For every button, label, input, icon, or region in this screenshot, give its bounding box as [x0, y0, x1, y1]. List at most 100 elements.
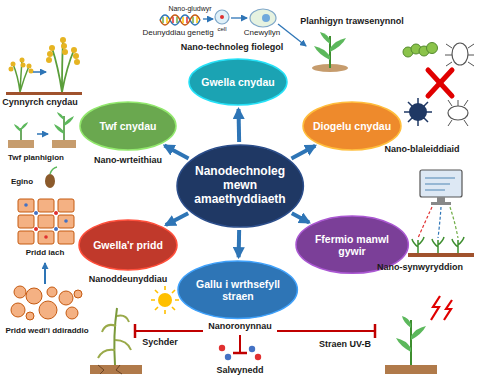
degraded-soil	[39, 301, 57, 319]
ellipse-outline	[178, 261, 297, 319]
plant-growth	[54, 112, 74, 134]
drought-plant	[90, 308, 142, 374]
arrow-connector	[292, 213, 309, 222]
sensor-signals	[418, 207, 458, 238]
node-label: Diogelu cnydau	[313, 120, 391, 132]
figure-label: Nano-technoleg fiolegol	[181, 43, 284, 53]
transgenic-plant	[312, 32, 348, 72]
arrow-connector	[237, 109, 242, 142]
healthy-soil	[18, 199, 74, 244]
crop-yield-plants	[29, 69, 34, 74]
node-label: Nanodechnoleg mewn amaethyddiaeth	[192, 165, 288, 206]
computer-icon	[420, 170, 462, 205]
transgenic-plant	[314, 46, 330, 60]
figure-label: Egino	[11, 178, 33, 187]
sun-icon	[158, 293, 172, 307]
computer-icon	[431, 202, 451, 205]
drought-plant	[90, 365, 142, 374]
healthy-soil	[24, 203, 28, 207]
crop-yield-plants	[9, 67, 14, 72]
salt-ions	[225, 354, 231, 360]
crop-yield-plants	[6, 37, 82, 95]
degraded-soil	[14, 286, 26, 298]
healthy-soil	[54, 211, 58, 215]
pests-icon	[448, 106, 468, 120]
figure-label: Nanoronynnau	[208, 322, 272, 332]
dna-helix	[162, 17, 164, 23]
sensor-signals	[418, 207, 432, 238]
plant-growth	[8, 112, 76, 148]
arrow-connector	[291, 146, 315, 159]
healthy-soil	[58, 199, 74, 212]
improvement-arrow	[44, 263, 46, 284]
crop-yield-plants	[62, 49, 68, 55]
pests-icon	[403, 43, 474, 127]
improvement-arrow	[45, 263, 46, 284]
pests-icon	[445, 44, 474, 66]
healthy-soil	[18, 215, 34, 228]
inhibition-line	[233, 352, 247, 355]
figure-label: Twf planhigion	[8, 154, 64, 163]
crop-yield-plants	[61, 43, 67, 49]
cell-icon	[215, 9, 276, 27]
crop-yield-plants	[47, 51, 53, 57]
crop-yield-plants	[52, 40, 74, 92]
plant-growth	[14, 122, 28, 132]
degraded-soil	[11, 303, 25, 317]
field-plants	[452, 237, 464, 253]
crop-yield-plants	[11, 62, 16, 67]
healthy-soil	[34, 211, 38, 215]
crop-yield-plants	[33, 71, 46, 73]
figure-label: Straen UV-B	[319, 340, 371, 350]
figure-label: Pridd iach	[26, 249, 65, 258]
dna-helix	[196, 17, 198, 23]
sun-icon	[151, 286, 179, 314]
dna-helix	[192, 17, 194, 23]
field-plants	[412, 237, 424, 253]
healthy-soil	[58, 231, 74, 244]
figure-label: Sychder	[142, 338, 178, 348]
dna-helix	[172, 17, 174, 23]
topic-ellipse: Diogelu cnydau	[302, 101, 402, 151]
ellipse-outline	[303, 102, 401, 150]
figure-label: Deunyddiau genetig	[142, 29, 213, 38]
seed-germination	[45, 174, 55, 188]
inhibition-line	[134, 324, 137, 338]
healthy-soil	[38, 199, 54, 212]
healthy-soil	[64, 219, 68, 223]
dna-helix	[186, 17, 188, 23]
plant-growth	[8, 140, 34, 148]
figure-label: Nano-blaleiddiaid	[384, 145, 459, 155]
seed-germination	[50, 167, 57, 174]
crop-yield-plants	[73, 53, 79, 59]
computer-icon	[420, 170, 462, 197]
pests-icon	[452, 43, 468, 65]
figure-label: Cnewyllyn	[244, 29, 280, 38]
nano-pesticide-particle	[404, 98, 432, 126]
plant-growth	[52, 140, 76, 148]
transgenic-plant	[330, 38, 346, 52]
healthy-soil	[34, 227, 38, 231]
uv-stressed-plant	[385, 296, 452, 374]
flow-arrow	[203, 18, 213, 19]
node-label: Twf cnydau	[100, 120, 157, 132]
crop-yield-plants	[21, 63, 26, 68]
crop-yield-plants	[27, 64, 32, 69]
crop-yield-plants	[49, 45, 55, 51]
inhibition-line	[135, 330, 203, 332]
degraded-soil	[59, 291, 73, 305]
ellipse-outline	[189, 59, 287, 105]
nano-pesticide-particle	[404, 98, 432, 126]
drought-plant	[114, 308, 117, 365]
degraded-soil	[26, 288, 42, 304]
degraded-soil	[11, 286, 82, 320]
pests-icon	[427, 43, 438, 54]
healthy-soil	[54, 227, 58, 231]
cell-icon	[250, 9, 276, 27]
arrow-connector	[237, 230, 242, 257]
inhibition-line	[239, 335, 241, 353]
cell-icon	[215, 10, 229, 24]
figure-label: Planhigyn trawsenynnol	[300, 17, 404, 27]
degraded-soil	[66, 307, 78, 319]
